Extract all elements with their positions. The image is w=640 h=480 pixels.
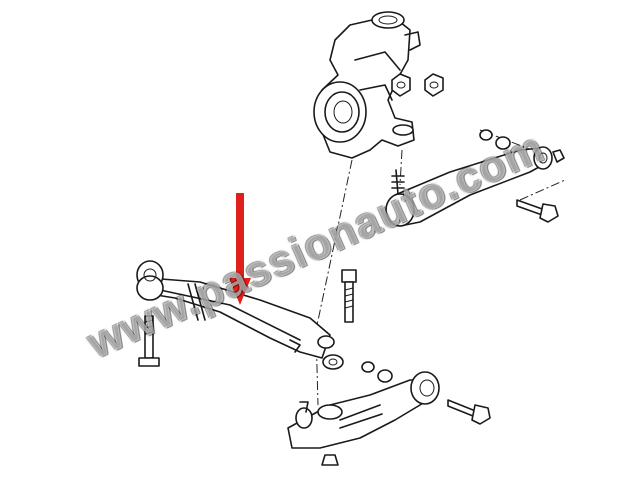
lower-control-arm xyxy=(287,361,440,466)
center-bushings xyxy=(317,335,344,370)
left-bolt xyxy=(138,315,160,367)
upper-control-arm xyxy=(385,129,565,227)
wheel-carrier xyxy=(313,11,421,159)
carrier-nuts xyxy=(391,73,444,97)
upper-arm-bolt xyxy=(516,199,559,223)
red-down-arrow-icon xyxy=(229,193,251,305)
trailing-arm xyxy=(136,260,331,359)
center-bolt xyxy=(341,269,357,323)
lower-arm-bolt xyxy=(447,399,491,425)
